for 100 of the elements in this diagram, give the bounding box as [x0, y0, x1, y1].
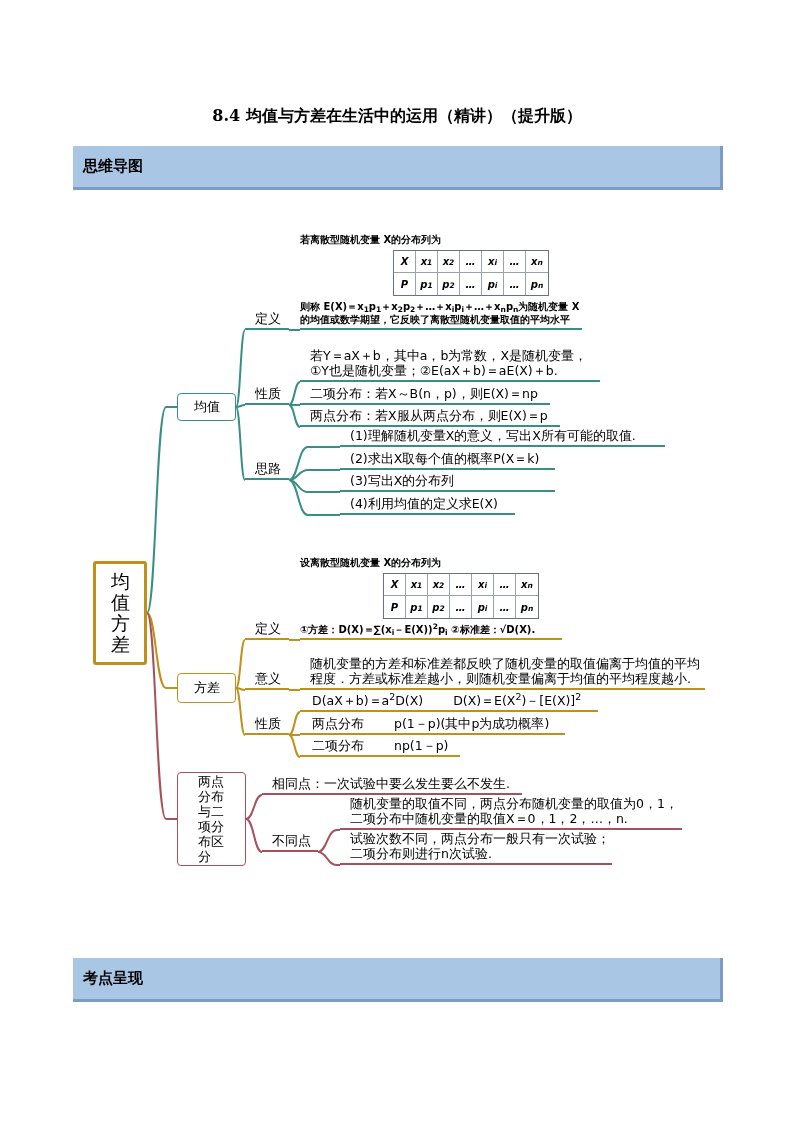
branch-item — [340, 496, 515, 515]
branch-item — [245, 715, 289, 735]
branch-text: 随机变量的方差和标准差都反映了随机变量的取值偏离于均值的平均程度．方差或标准差越小，则随机变量偏离于均值的平均程度越小. — [310, 656, 701, 686]
branch-item — [300, 408, 560, 427]
branch-line — [245, 818, 263, 853]
definition-text: 设离散型随机变量 X的分布列为 — [300, 556, 443, 569]
branch-item — [245, 620, 289, 640]
branch-text: 随机变量的取值不同，两点分布随机变量的取值为0，1，二项分布中随机变量的取值X＝0，1，2，…，n. — [350, 796, 679, 826]
branch-line — [317, 829, 341, 853]
branch-text: 定义 — [255, 621, 281, 636]
branch-line — [288, 381, 301, 406]
table-cell: … — [450, 596, 472, 618]
branch-line — [235, 687, 246, 736]
branch-text: 两点分布 — [312, 716, 364, 731]
table-cell: X — [384, 574, 406, 596]
branch-line — [288, 446, 341, 481]
branch-line — [288, 639, 301, 641]
branch-line — [235, 329, 246, 408]
branch-line — [146, 612, 178, 689]
branch-item — [262, 776, 522, 795]
branch-item — [340, 451, 555, 470]
branch-item — [340, 798, 682, 830]
branch-text: (4)利用均值的定义求E(X) — [350, 496, 498, 511]
table-cell: p$_{1}$ — [416, 273, 438, 295]
branch-line — [235, 406, 246, 481]
topic-box — [177, 393, 236, 421]
branch-text: p(1－p)(其中p为成功概率) — [394, 716, 550, 731]
page-title: 8.4 均值与方差在生活中的运用（精讲）（提升版） — [211, 105, 583, 127]
branch-text: D(X)＝E(X$^{2}$)－[E(X)]$^{2}$ — [453, 693, 582, 708]
branch-line — [288, 711, 301, 736]
table-cell: … — [494, 596, 516, 618]
table-cell: … — [450, 574, 472, 596]
topic-text: 方差 — [193, 679, 220, 698]
branch-text: 二项分布：若X～B(n，p)，则E(X)＝np — [310, 386, 538, 401]
branch-line — [245, 794, 263, 820]
table-cell: P — [384, 596, 406, 618]
branch-text: 试验次数不同，两点分布一般只有一次试验；二项分布则进行n次试验. — [350, 831, 611, 861]
section-heading: 思维导图 — [83, 156, 143, 178]
branch-text: 相同点：一次试验中要么发生要么不发生. — [272, 776, 510, 791]
branch-item — [245, 670, 289, 690]
branch-item — [300, 716, 565, 735]
table-cell: P — [394, 273, 416, 295]
root-topic-box — [93, 561, 147, 665]
branch-item — [245, 385, 289, 405]
table-cell: p$_{i}$ — [482, 273, 504, 295]
section-heading: 考点呈现 — [83, 968, 143, 990]
table-cell: … — [504, 251, 526, 273]
branch-item — [340, 833, 612, 865]
branch-line — [288, 734, 301, 758]
branch-text: (3)写出X的分布列 — [350, 473, 455, 488]
branch-line — [317, 851, 341, 866]
table-cell: p$_{i}$ — [472, 596, 494, 618]
branch-item — [300, 693, 598, 712]
branch-line — [288, 734, 301, 736]
branch-text: 性质 — [255, 716, 281, 731]
definition-text: 若离散型随机变量 X的分布列为 — [300, 233, 443, 246]
branch-text: 两点分布：若X服从两点分布，则E(X)＝p — [310, 408, 548, 423]
table-cell: p$_{2}$ — [438, 273, 460, 295]
table-cell: … — [460, 273, 482, 295]
definition-text: ①方差：D(X)＝∑(x$_{i}$－E(X))$^{2}$p$_{i}$ ②标准差：√D(X). — [300, 623, 537, 636]
branch-text: (1)理解随机变量X的意义，写出X所有可能的取值. — [350, 428, 636, 443]
table-cell: x$_{i}$ — [482, 251, 504, 273]
branch-line — [288, 404, 301, 406]
topic-box — [177, 673, 236, 703]
table-cell-text: p$_{n}$ — [519, 600, 535, 615]
table-cell: p$_{2}$ — [428, 596, 450, 618]
table-cell: p$_{1}$ — [406, 596, 428, 618]
branch-line — [235, 639, 246, 689]
branch-text: (2)求出X取每个值的概率P(X＝k) — [350, 451, 540, 466]
table-cell-text: p$_{n}$ — [529, 277, 545, 292]
branch-item — [300, 738, 460, 757]
branch-text: np(1－p) — [394, 738, 449, 753]
table-cell: … — [494, 574, 516, 596]
table-cell: … — [504, 273, 526, 295]
branch-item — [300, 386, 550, 405]
topic-text: 两点分布与二项分布区分 — [197, 774, 225, 864]
table-cell: x$_{i}$ — [472, 574, 494, 596]
definition-text: 则称 E(X)＝x$_{1}$p$_{1}$＋x$_{2}$p$_{2}$＋…＋x$_{i}$p$_{i}$＋…＋x$_{n}$p$_{n}$为随机变量 X的均值或数学期望，它反映了离散型随机变量取值的平均水平 — [300, 300, 581, 326]
branch-line — [288, 404, 301, 428]
table-cell: x$_{1}$ — [406, 574, 428, 596]
table-cell: x$_{n}$ — [526, 251, 548, 273]
topic-text: 均值 — [193, 398, 220, 417]
branch-text: D(aX＋b)＝a$^{2}$D(X) — [312, 693, 424, 708]
branch-text: 若Y＝aX＋b，其中a，b为常数，X是随机变量，①Y也是随机变量；②E(aX＋b)＝aE(X)＋b. — [310, 348, 588, 378]
table-cell: x$_{2}$ — [428, 574, 450, 596]
branch-item — [245, 460, 289, 480]
branch-line — [288, 329, 301, 331]
table-cell: x$_{2}$ — [438, 251, 460, 273]
branch-item — [340, 428, 665, 447]
topic-text: 均值方差 — [110, 571, 130, 655]
branch-item — [245, 310, 289, 330]
table-cell: x$_{1}$ — [416, 251, 438, 273]
branch-text: 性质 — [255, 386, 281, 401]
table-cell: x$_{n}$ — [516, 574, 538, 596]
branch-line — [288, 479, 341, 516]
branch-text: 思路 — [255, 461, 281, 476]
table-cell: X — [394, 251, 416, 273]
branch-item — [340, 473, 555, 492]
branch-text: 意义 — [255, 671, 281, 686]
table-cell: … — [460, 251, 482, 273]
